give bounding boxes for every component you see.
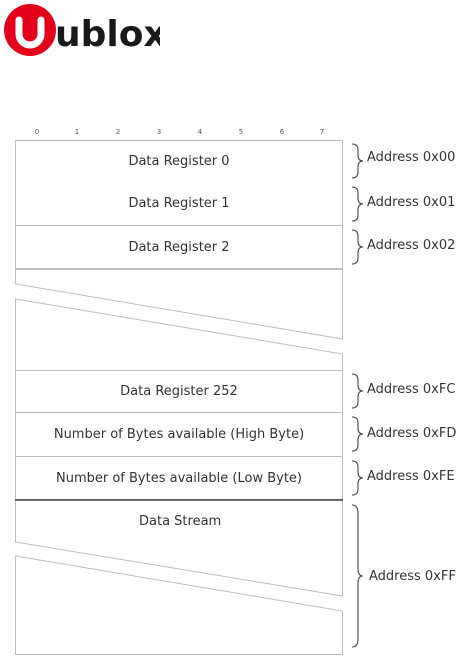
break-lower-shape xyxy=(15,298,343,371)
address-0x02: Address 0x02 xyxy=(367,238,456,253)
bit-number-4: 4 xyxy=(197,128,203,136)
bit-number-6: 6 xyxy=(279,128,285,136)
address-0x00: Address 0x00 xyxy=(367,150,456,165)
address-0xFD: Address 0xFD xyxy=(367,426,457,441)
bit-number-0: 0 xyxy=(34,128,40,136)
break-upper-shape xyxy=(15,269,343,340)
address-0x01: Address 0x01 xyxy=(367,195,456,210)
data-stream-label: Data Stream xyxy=(139,514,222,529)
bit-number-3: 3 xyxy=(156,128,162,136)
register-label: Data Register 2 xyxy=(128,239,230,255)
brace-0xFF xyxy=(351,504,364,648)
brace-0xFE xyxy=(351,460,364,496)
brace-0xFD xyxy=(351,416,364,452)
register-bytes-high: Number of Bytes available (High Byte) xyxy=(15,413,343,457)
brace-0x02 xyxy=(351,229,364,265)
bit-number-1: 1 xyxy=(74,128,80,136)
brace-0xFC xyxy=(351,373,364,409)
stream-lower-shape xyxy=(15,555,343,655)
bit-number-2: 2 xyxy=(115,128,121,136)
register-1: Data Register 1 xyxy=(15,182,343,226)
register-2: Data Register 2 xyxy=(15,226,343,269)
register-label: Data Register 1 xyxy=(128,196,230,211)
brace-0x01 xyxy=(351,186,364,222)
address-0xFF: Address 0xFF xyxy=(369,569,456,584)
register-label: Data Register 0 xyxy=(128,154,230,169)
bit-number-7: 7 xyxy=(319,128,325,136)
address-0xFE: Address 0xFE xyxy=(367,469,455,484)
register-label: Data Register 252 xyxy=(120,384,238,399)
address-0xFC: Address 0xFC xyxy=(367,382,456,397)
ublox-logo: ublox xyxy=(4,4,160,56)
logo-wordmark: ublox xyxy=(55,14,160,55)
stream-upper-shape xyxy=(15,499,343,597)
register-label: Number of Bytes available (Low Byte) xyxy=(55,470,303,486)
register-label: Number of Bytes available (High Byte) xyxy=(53,427,305,442)
bit-number-5: 5 xyxy=(238,128,244,136)
brace-0x00 xyxy=(351,143,364,179)
register-0: Data Register 0 xyxy=(15,140,343,183)
